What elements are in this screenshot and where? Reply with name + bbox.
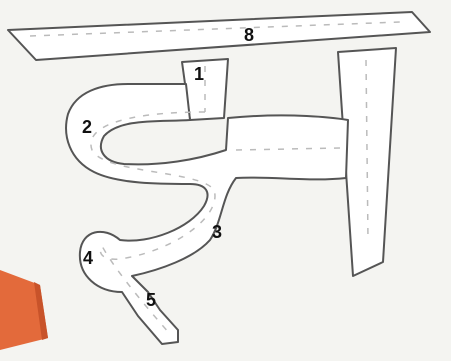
stroke-number-8: 8 bbox=[244, 25, 254, 45]
stroke-number-5: 5 bbox=[146, 290, 156, 310]
stroke-number-2: 2 bbox=[82, 117, 92, 137]
stroke-number-1: 1 bbox=[194, 64, 204, 84]
stroke-number-4: 4 bbox=[83, 248, 93, 268]
stroke-number-3: 3 bbox=[212, 222, 222, 242]
